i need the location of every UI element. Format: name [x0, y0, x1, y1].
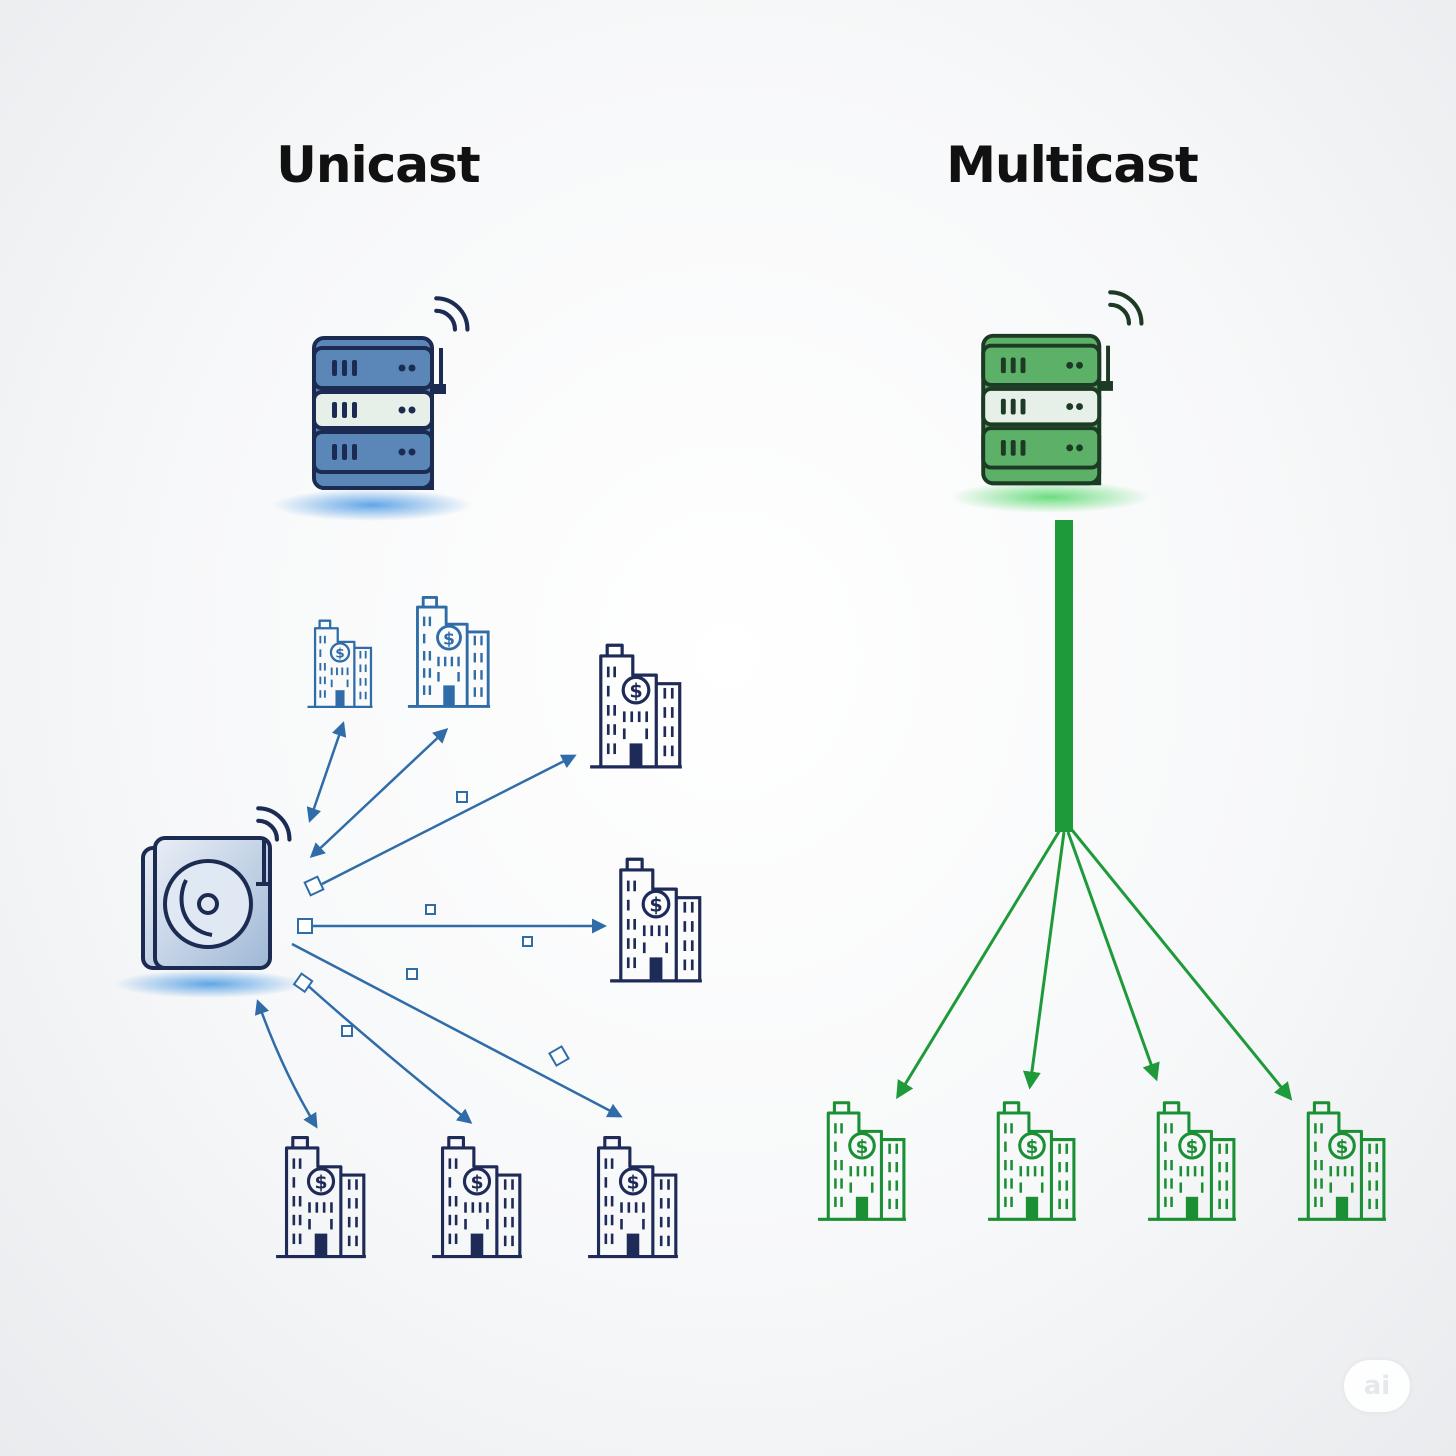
packet — [303, 875, 325, 897]
unicast-arrow-1 — [306, 721, 347, 823]
bank-building-icon — [588, 643, 684, 769]
unicast-packets — [292, 791, 570, 1067]
packet — [406, 968, 418, 980]
multicast-server-glow — [950, 481, 1150, 513]
bank-building-icon — [586, 1135, 680, 1259]
unicast-client-signal-icon — [258, 808, 289, 839]
multicast-banks — [816, 1101, 1388, 1221]
unicast-arrow-5 — [291, 942, 623, 1118]
packet — [548, 1045, 570, 1067]
multicast-section — [816, 292, 1388, 1221]
unicast-server-icon — [314, 338, 446, 488]
packet — [292, 972, 314, 994]
hard-drive-icon — [141, 836, 272, 970]
multicast-arrows — [896, 829, 1293, 1101]
bank-building-icon — [608, 857, 704, 983]
multicast-server-signal-icon — [1110, 292, 1141, 323]
bank-building-icon — [1146, 1101, 1238, 1221]
packet — [341, 1025, 353, 1037]
unicast-arrows — [254, 721, 623, 1129]
bank-building-icon — [1296, 1101, 1388, 1221]
unicast-section — [114, 298, 704, 1259]
multicast-arrow-1 — [896, 829, 1062, 1100]
multicast-title: Multicast — [946, 136, 1199, 194]
unicast-server-signal-icon — [436, 298, 467, 329]
bank-building-icon — [406, 595, 492, 708]
multicast-server-icon — [983, 335, 1113, 484]
multicast-arrow-3 — [1066, 831, 1160, 1082]
bank-building-icon — [430, 1135, 524, 1259]
unicast-client-glow — [114, 970, 306, 998]
multicast-trunk — [1055, 520, 1073, 832]
bank-building-icon — [816, 1101, 908, 1221]
unicast-arrow-3 — [321, 754, 577, 886]
unicast-arrow-6 — [305, 983, 473, 1124]
multicast-arrow-4 — [1070, 829, 1293, 1101]
packet — [522, 936, 533, 947]
bank-building-icon — [986, 1101, 1078, 1221]
unicast-title: Unicast — [276, 136, 480, 194]
packet — [425, 904, 436, 915]
packet — [297, 918, 313, 934]
packet — [456, 791, 468, 803]
multicast-arrow-2 — [1022, 831, 1066, 1090]
unicast-server-glow — [272, 489, 472, 521]
bank-building-icon — [306, 619, 374, 709]
unicast-arrow-7 — [254, 999, 318, 1129]
unicast-arrow-2 — [309, 727, 449, 859]
ai-watermark-badge: ai — [1344, 1360, 1410, 1412]
bank-building-icon — [274, 1135, 368, 1259]
